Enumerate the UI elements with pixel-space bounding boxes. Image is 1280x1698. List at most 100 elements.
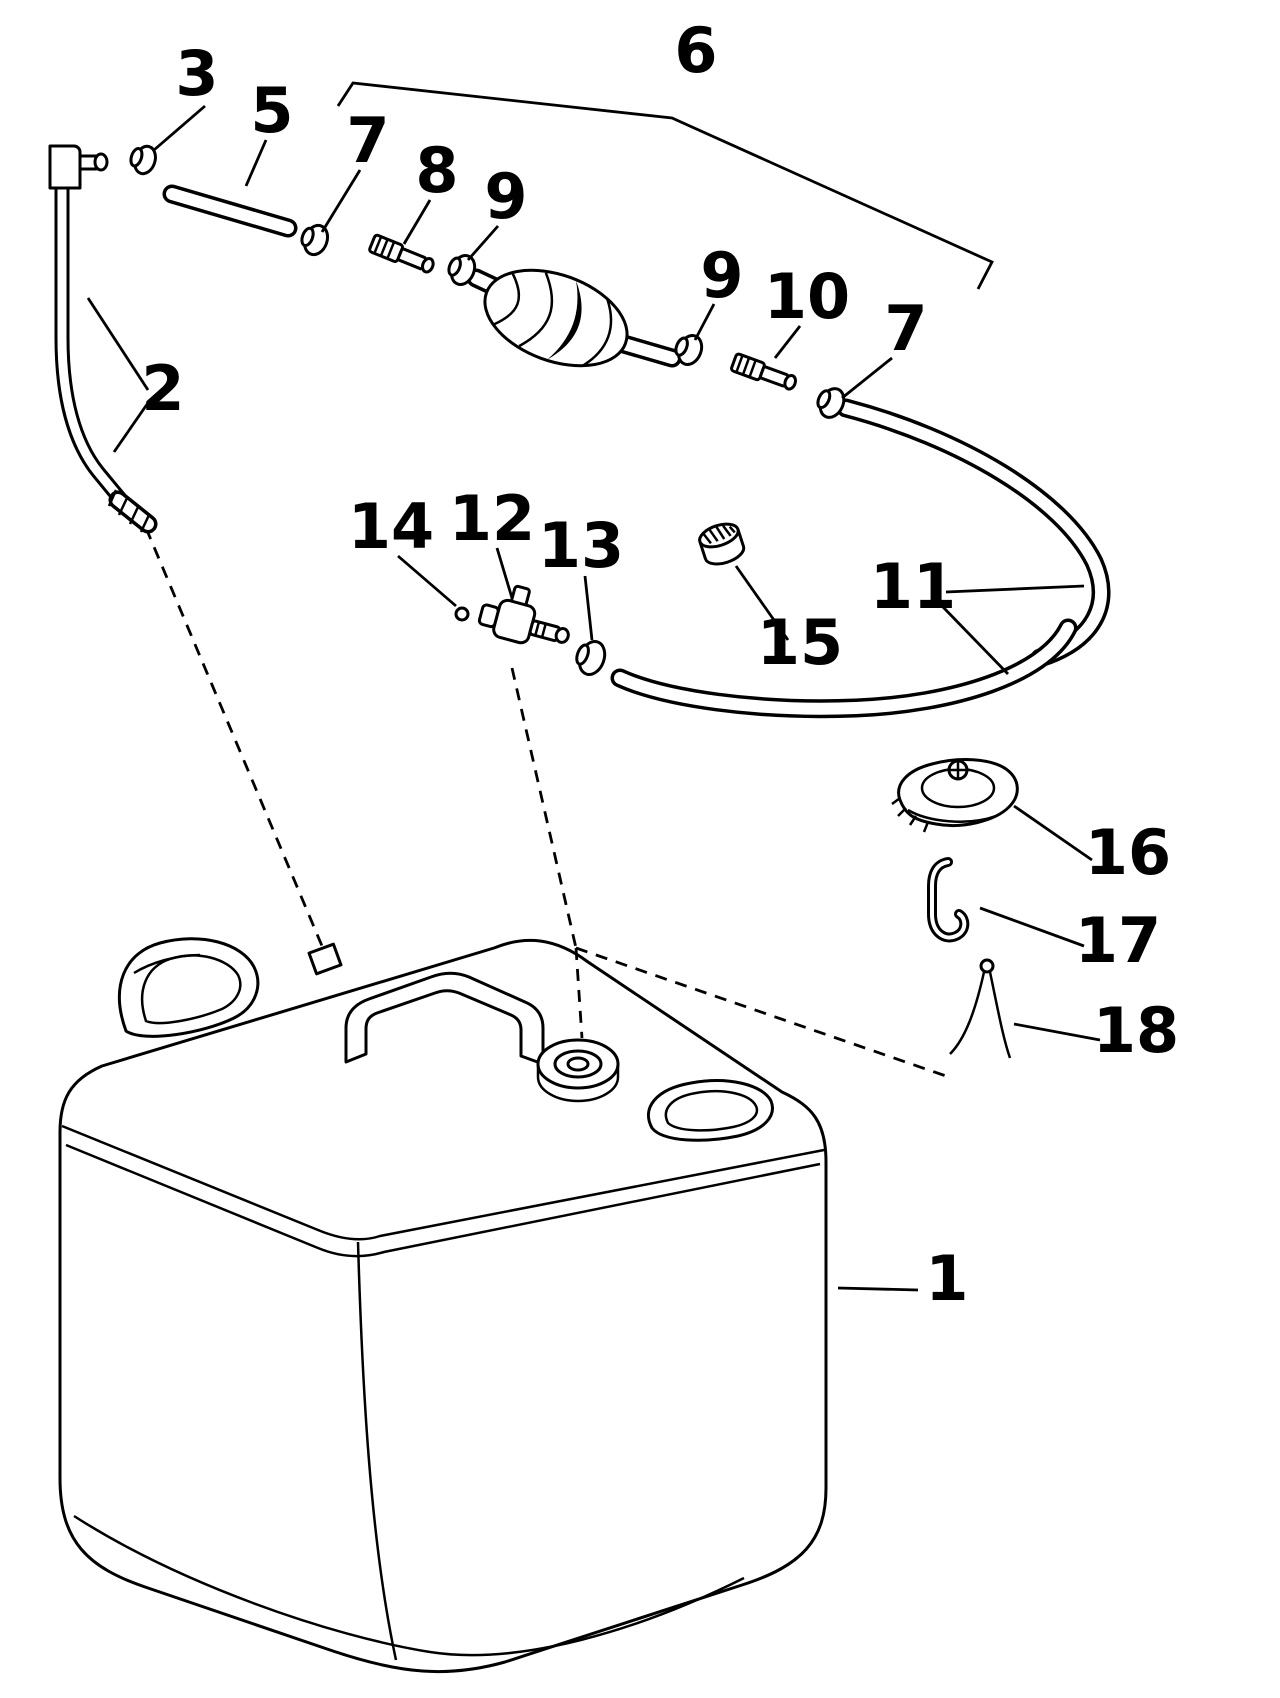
- part-13-clamp: [575, 640, 607, 676]
- leader-17: [979, 906, 1085, 948]
- fuel-cap-skirt-line: [907, 808, 997, 823]
- dashed-line-to-gauge-parts: [575, 946, 947, 1078]
- clamp-9b-flange: [674, 336, 689, 357]
- dashed-line-connector-down: [510, 667, 578, 949]
- part-11-fuel-hose: [610, 398, 1111, 719]
- leader-10: [773, 325, 802, 359]
- tank-top-front-edge: [61, 1124, 825, 1241]
- callout-17: 17: [1075, 904, 1161, 977]
- wire-right-leg: [988, 971, 1012, 1059]
- assembly-6-bracket: [336, 81, 994, 290]
- part-15-cap: [698, 522, 746, 566]
- hose-5-fill: [166, 188, 294, 234]
- callout-10: 10: [764, 260, 850, 333]
- callout-18: 18: [1093, 994, 1179, 1067]
- clamp-7b-flange: [816, 389, 832, 410]
- clamp-7a-flange: [300, 226, 315, 248]
- connector-8-ribs: [373, 236, 396, 260]
- leader-12: [495, 547, 514, 599]
- leader-14: [397, 554, 457, 608]
- callout-3: 3: [175, 37, 218, 110]
- connector-10-ribs: [735, 354, 757, 378]
- hook-fill: [930, 860, 967, 940]
- pickup-tube-fill: [57, 181, 131, 511]
- callout-9-right: 9: [700, 239, 743, 312]
- leader-15: [734, 565, 790, 641]
- leader-8: [402, 199, 432, 245]
- leader-7-left: [320, 169, 362, 233]
- leader-3: [153, 104, 206, 152]
- part-18-wire: [949, 958, 1012, 1059]
- primer-bulb-rib-2: [518, 272, 554, 348]
- filler-neck-plug: [566, 1056, 590, 1072]
- tank-right-handle: [646, 1079, 774, 1142]
- hose-11-lower-fill: [614, 622, 1074, 715]
- connector-12-body: [492, 598, 537, 645]
- part-9-clamp-right: [674, 333, 704, 367]
- callout-13: 13: [538, 509, 624, 582]
- callout-15: 15: [757, 606, 843, 679]
- part-14-o-ring: [454, 606, 470, 622]
- tank-filler-neck: [536, 1038, 620, 1103]
- part-10-connector: [730, 352, 797, 391]
- callout-11: 11: [870, 550, 956, 623]
- pickup-elbow: [48, 144, 82, 190]
- leader-11-upper: [945, 584, 1085, 594]
- hose-11-upper-fill: [840, 402, 1108, 664]
- primer-bulb-body: [483, 268, 629, 368]
- leader-16: [1013, 804, 1093, 862]
- callout-5: 5: [250, 74, 293, 147]
- part-3-clamp: [129, 144, 157, 176]
- callout-8: 8: [415, 134, 458, 207]
- connector-12-ribs: [534, 621, 547, 638]
- leader-9-left: [466, 225, 500, 261]
- tank-body: [58, 938, 828, 1674]
- primer-bulb-shade: [547, 280, 582, 360]
- leader-lines: [86, 104, 1101, 1292]
- tank-right-handle-inner: [664, 1089, 759, 1132]
- pickup-tube-coupling: [107, 489, 158, 534]
- leader-7-right: [841, 356, 893, 400]
- part-17-hook: [927, 857, 970, 943]
- tank-left-handle-fold: [133, 953, 201, 975]
- part-12-connector: [477, 584, 570, 645]
- clamp-3-flange: [129, 147, 144, 168]
- tank-front-corner-edge: [356, 1241, 398, 1661]
- part-5-hose: [162, 184, 298, 238]
- assembly-dashed-lines: [144, 527, 947, 1078]
- leader-5: [244, 139, 268, 187]
- filler-neck-wall: [536, 1064, 620, 1103]
- fuel-cap-vent-cross: [950, 761, 966, 779]
- part-7-clamp-left: [300, 223, 330, 257]
- part-16-fuel-cap: [891, 758, 1019, 833]
- tank-center-handle: [344, 971, 545, 1066]
- callout-9-left: 9: [484, 160, 527, 233]
- primer-bulb: [483, 268, 629, 368]
- part-1-fuel-tank: [58, 937, 828, 1674]
- callout-14: 14: [348, 490, 434, 563]
- tank-pickup-boss: [307, 942, 343, 976]
- tank-edge-highlight: [65, 1143, 821, 1258]
- pickup-elbow-tip: [93, 152, 109, 172]
- wire-loop: [979, 958, 995, 974]
- callout-2: 2: [141, 352, 184, 425]
- cap-15-knurl: [702, 524, 736, 545]
- primer-bulb-rib-1: [493, 272, 521, 326]
- dashed-line-to-filler-neck: [574, 947, 584, 1039]
- leader-13: [583, 575, 594, 641]
- tank-left-handle-inner: [140, 954, 242, 1025]
- connector-12-tip: [554, 627, 570, 644]
- callout-labels: 3 5 7 8 9 6 9 10 7 2 14 12 13 15 11 16 1…: [141, 14, 1179, 1315]
- leader-2-upper: [86, 297, 150, 391]
- leader-18: [1013, 1022, 1101, 1042]
- leader-2-lower: [112, 399, 152, 453]
- clamp-13-flange: [575, 643, 590, 666]
- part-8-connector: [368, 233, 435, 274]
- coupling-threads: [107, 489, 151, 533]
- part-2-fuel-pickup-tube: [48, 144, 158, 534]
- part-9-clamp-left: [447, 253, 477, 287]
- primer-bulb-rib-3: [582, 299, 613, 367]
- connector-8-tip: [420, 256, 435, 274]
- callout-6: 6: [674, 14, 717, 87]
- tank-base-seam: [73, 1514, 745, 1657]
